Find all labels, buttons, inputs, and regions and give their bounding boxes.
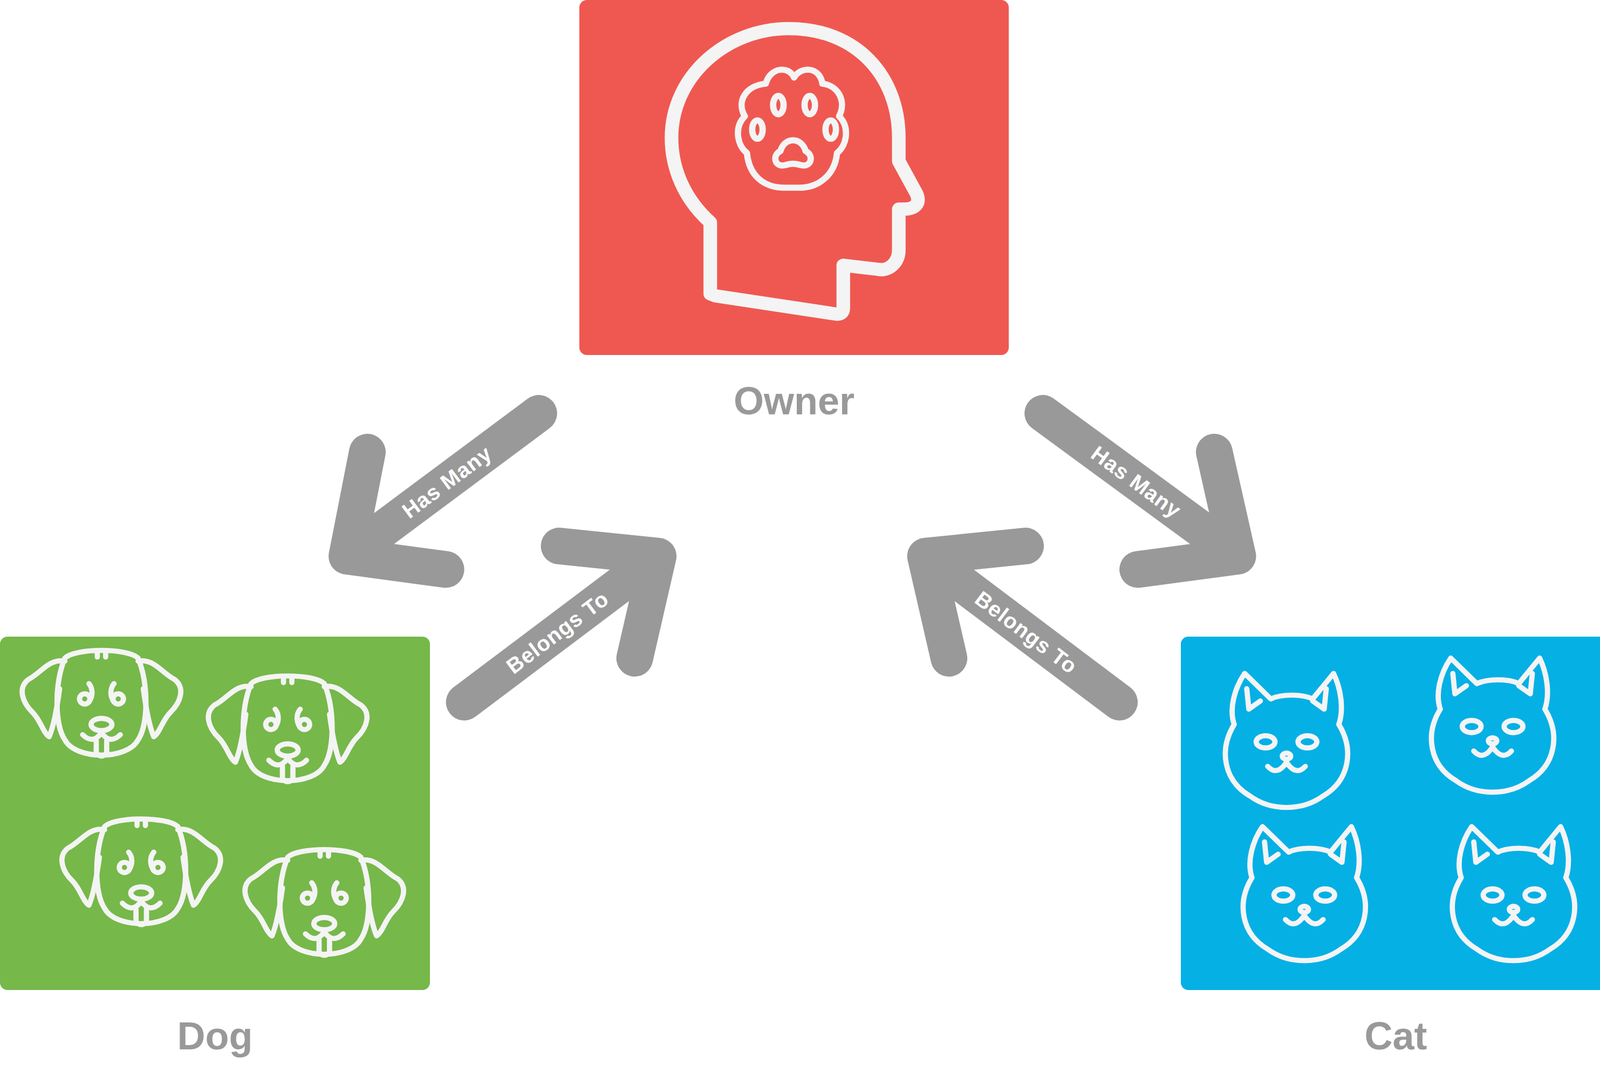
entity-box — [0, 636, 430, 990]
arrow-head — [346, 452, 446, 570]
arrow-shaft — [1042, 413, 1229, 550]
owner-entity: Owner — [579, 0, 1009, 423]
owner-head-icon — [579, 0, 1009, 355]
cat-faces-icon — [1180, 636, 1600, 990]
relation-arrow — [346, 413, 539, 570]
arrow-shaft — [464, 562, 650, 702]
relation-arrow — [925, 545, 1120, 702]
relation-arrow — [464, 545, 659, 702]
arrow-shaft — [355, 413, 539, 550]
cat-entity: Cat — [1180, 636, 1600, 1058]
dog-faces-icon — [0, 636, 430, 990]
arrow-head — [1137, 452, 1238, 570]
relation-label: Belongs To — [498, 583, 617, 681]
relation-arrow — [1042, 413, 1238, 570]
arrow-shaft — [934, 562, 1120, 702]
relation-label: Has Many — [394, 438, 499, 525]
entity-box — [1180, 636, 1600, 990]
entity-name: Dog — [0, 1014, 430, 1058]
entity-name: Owner — [579, 379, 1009, 423]
relation-label: Belongs To — [967, 583, 1085, 681]
relation-label: Has Many — [1084, 439, 1189, 525]
entity-name: Cat — [1180, 1014, 1600, 1058]
dog-entity: Dog — [0, 636, 430, 1058]
entity-box — [579, 0, 1009, 355]
